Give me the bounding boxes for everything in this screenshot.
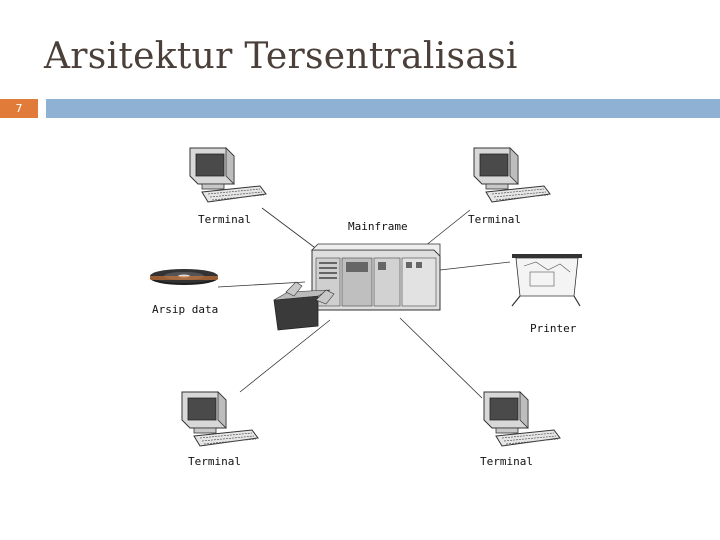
terminal-bottom-right-label: Terminal bbox=[480, 455, 533, 468]
connection-lines bbox=[217, 207, 511, 399]
terminal-icon bbox=[473, 147, 551, 203]
printer-label: Printer bbox=[530, 322, 577, 335]
terminal-icon bbox=[483, 391, 561, 447]
mainframe-icon bbox=[273, 243, 441, 331]
tape-reel-icon bbox=[150, 269, 218, 285]
terminal-top-right-label: Terminal bbox=[468, 213, 521, 226]
title-underline-bar bbox=[46, 99, 720, 118]
terminal-top-left-label: Terminal bbox=[198, 213, 251, 226]
terminal-icon bbox=[189, 147, 267, 203]
terminal-bottom-left-label: Terminal bbox=[188, 455, 241, 468]
slide-number: 7 bbox=[0, 99, 38, 118]
slide-title: Arsitektur Tersentralisasi bbox=[44, 36, 518, 77]
archive-label: Arsip data bbox=[152, 303, 219, 316]
mainframe-label: Mainframe bbox=[348, 220, 408, 233]
plotter-icon bbox=[511, 254, 582, 307]
terminal-icon bbox=[181, 391, 259, 447]
